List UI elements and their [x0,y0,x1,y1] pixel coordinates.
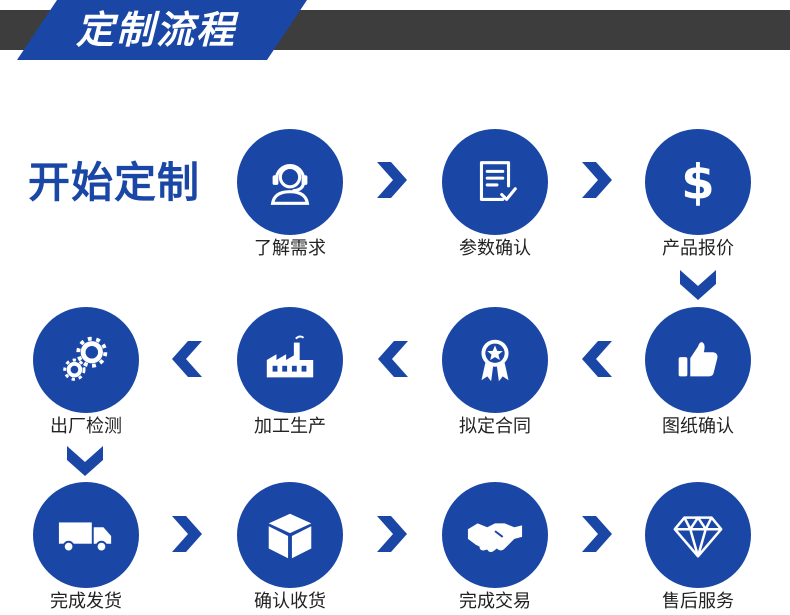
arrow-right-icon [576,514,616,554]
step-circle [33,307,139,413]
start-label: 开始定制 [28,158,201,207]
arrow-right-icon [166,514,206,554]
step-circle [645,482,751,588]
svg-text:$: $ [681,154,715,210]
step-label: 产品报价 [662,238,734,259]
step-circle [237,307,343,413]
package-box-icon [268,513,312,559]
step-circle [442,129,548,235]
arrow-down-icon [678,264,718,304]
step-circle [237,129,343,235]
arrow-left-icon [168,339,208,379]
arrow-right-icon [576,160,616,200]
step-label: 加工生产 [254,416,326,437]
step-label: 图纸确认 [662,416,734,437]
arrow-down-icon [65,440,105,480]
step-label: 参数确认 [459,238,531,259]
gears-icon [63,336,108,381]
arrow-left-icon [374,339,414,379]
step-label: 完成发货 [50,591,122,612]
factory-icon [266,335,314,378]
step-label: 拟定合同 [459,416,531,437]
step-circle [442,482,548,588]
diamond-icon [673,516,723,558]
step-label: 售后服务 [662,591,734,612]
thumbs-up-icon [678,342,718,377]
step-label: 确认收货 [254,591,326,612]
dollar-icon: $ [681,154,715,210]
page-title: 定制流程 [76,8,237,52]
arrow-left-icon [578,339,618,379]
award-badge-icon [481,339,509,382]
step-circle [442,307,548,413]
step-circle [33,482,139,588]
delivery-truck-icon [58,522,112,553]
step-circle [237,482,343,588]
arrow-right-icon [371,514,411,554]
customer-service-icon [270,164,310,205]
step-label: 完成交易 [459,591,531,612]
step-circle: $ [645,129,751,235]
handshake-icon [467,523,523,553]
step-circle [645,307,751,413]
document-check-icon [479,161,517,201]
arrow-right-icon [371,160,411,200]
header-tab [17,0,307,60]
step-label: 出厂检测 [50,416,122,437]
step-label: 了解需求 [254,238,326,259]
